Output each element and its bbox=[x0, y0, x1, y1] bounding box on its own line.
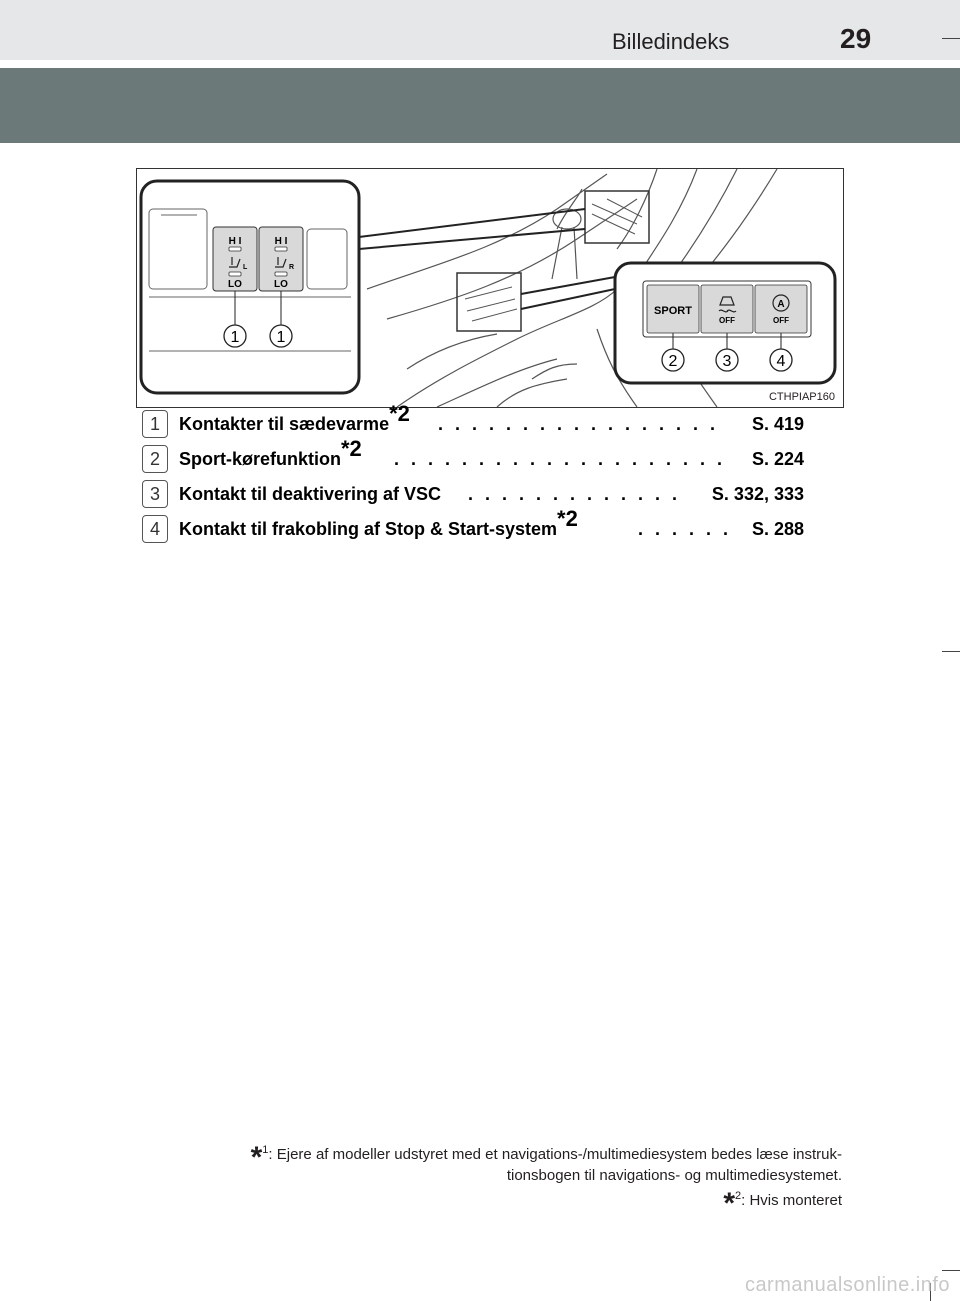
item-page-link[interactable]: S. 419 bbox=[747, 412, 804, 436]
console-drawing: H I H I L R LO LO 1 1 SPORT OFF A OFF bbox=[139, 169, 837, 407]
callout-circle-3 bbox=[715, 348, 739, 372]
item-label: Kontakt til frakobling af Stop & Start-s… bbox=[179, 508, 578, 541]
callout-4: 4 bbox=[777, 353, 786, 370]
crop-mark bbox=[942, 1270, 960, 1271]
switch-right-lo-indicator bbox=[274, 271, 288, 277]
stop-start-icon-letter: A bbox=[777, 299, 784, 310]
callout-1a: 1 bbox=[231, 329, 240, 346]
sport-button-label: SPORT bbox=[654, 305, 692, 317]
item-footnote-marker: *2 bbox=[557, 506, 578, 531]
footnote-2-marker: 2 bbox=[735, 1190, 742, 1202]
switch-sketch-upper bbox=[591, 198, 643, 235]
figure-code: CTHPIAP160 bbox=[768, 391, 835, 403]
item-footnote-marker: *2 bbox=[389, 401, 410, 426]
callout-leaders-2-4 bbox=[672, 333, 782, 349]
connector-upper bbox=[358, 208, 586, 250]
callout-circle-2 bbox=[661, 348, 685, 372]
seat-heater-surround bbox=[148, 208, 351, 352]
seat-heat-icon bbox=[229, 257, 287, 268]
switch-sketch-lower bbox=[464, 286, 518, 322]
callout-3: 3 bbox=[723, 353, 732, 370]
switch-left-lo: LO bbox=[228, 279, 242, 290]
footnote-2: *2: Hvis monteret bbox=[100, 1186, 842, 1219]
footnote-1-line-1: *1: Ejere af modeller udstyret med et na… bbox=[100, 1140, 842, 1173]
index-item: 2 Sport-kørefunktion*2 . . . . . . . . .… bbox=[142, 438, 804, 473]
callout-2: 2 bbox=[669, 353, 678, 370]
item-footnote-marker: *2 bbox=[341, 436, 362, 461]
item-leader-dots: . . . . . . . . . bbox=[638, 519, 734, 539]
index-item: 4 Kontakt til frakobling af Stop & Start… bbox=[142, 508, 804, 543]
footnote-1-text: : Ejere af modeller udstyret med et navi… bbox=[268, 1146, 842, 1163]
switch-right-hi-indicator bbox=[274, 246, 288, 252]
footnotes: *1: Ejere af modeller udstyret med et na… bbox=[100, 1140, 842, 1219]
callout-circle-4 bbox=[769, 348, 793, 372]
header-band bbox=[0, 68, 960, 143]
item-number-icon: 2 bbox=[142, 445, 168, 473]
index-item: 1 Kontakter til sædevarme*2 . . . . . . … bbox=[142, 403, 804, 438]
item-label-text: Sport-kørefunktion bbox=[179, 449, 341, 469]
item-page-link[interactable]: S. 288 bbox=[747, 517, 804, 541]
stop-start-icon bbox=[772, 294, 790, 312]
index-item: 3 Kontakt til deaktivering af VSC . . . … bbox=[142, 480, 804, 508]
item-leader-dots: . . . . . . . . . . . . . . . . . . bbox=[468, 484, 690, 504]
switch-right-hi: H I bbox=[275, 236, 288, 247]
item-label-text: Kontakt til deaktivering af VSC bbox=[179, 484, 442, 504]
header-top-bar bbox=[0, 0, 960, 60]
switch-left-marker: L bbox=[243, 264, 248, 271]
footnote-star: * bbox=[250, 1141, 263, 1174]
item-number-icon: 4 bbox=[142, 515, 168, 543]
stop-start-off-label: OFF bbox=[773, 316, 789, 325]
crop-mark bbox=[942, 38, 960, 39]
item-label: Kontakt til deaktivering af VSC bbox=[179, 482, 441, 506]
callout-circle-1a bbox=[223, 324, 247, 348]
callout-1b: 1 bbox=[277, 329, 286, 346]
switch-left-hi-indicator bbox=[228, 246, 242, 252]
vsc-off-label: OFF bbox=[719, 316, 735, 325]
item-number-icon: 3 bbox=[142, 480, 168, 508]
item-label: Kontakter til sædevarme*2 bbox=[179, 403, 410, 436]
vsc-off-button bbox=[700, 284, 754, 334]
footnote-1-marker: 1 bbox=[262, 1144, 269, 1156]
footnote-2-text: : Hvis monteret bbox=[741, 1192, 842, 1209]
callout-leader-1 bbox=[234, 291, 282, 325]
console-illustration: H I H I L R LO LO 1 1 SPORT OFF A OFF bbox=[136, 168, 844, 408]
switch-left-hi: H I bbox=[229, 236, 242, 247]
item-leader-dots: . . . . . . . . . . . . . . . . . . . . … bbox=[438, 414, 728, 434]
crop-mark bbox=[930, 1283, 931, 1301]
crop-mark bbox=[942, 651, 960, 652]
switch-right-marker: R bbox=[289, 264, 294, 271]
switch-right-lo: LO bbox=[274, 279, 288, 290]
footnote-star: * bbox=[723, 1187, 735, 1220]
footnote-1-line-2: tionsbogen til navigations- og multimedi… bbox=[506, 1167, 842, 1184]
watermark: carmanualsonline.info bbox=[744, 1274, 950, 1296]
zoom-box-upper bbox=[584, 190, 650, 244]
item-page-link[interactable]: S. 332, 333 bbox=[707, 482, 804, 506]
vsc-icon bbox=[718, 296, 737, 313]
callout-circle-1b bbox=[269, 324, 293, 348]
item-label-text: Kontakter til sædevarme bbox=[179, 414, 390, 434]
zoom-box-lower bbox=[456, 272, 522, 332]
item-number-icon: 1 bbox=[142, 410, 168, 438]
item-page-link[interactable]: S. 224 bbox=[747, 447, 804, 471]
item-leader-dots: . . . . . . . . . . . . . . . . . . . . … bbox=[394, 449, 728, 469]
section-title: Billedindeks bbox=[612, 29, 730, 54]
switch-left-lo-indicator bbox=[228, 271, 242, 277]
item-label-text: Kontakt til frakobling af Stop & Start-s… bbox=[179, 519, 558, 539]
connector-lower bbox=[520, 276, 616, 310]
item-label: Sport-kørefunktion*2 bbox=[179, 438, 362, 471]
page-number: 29 bbox=[840, 23, 872, 54]
